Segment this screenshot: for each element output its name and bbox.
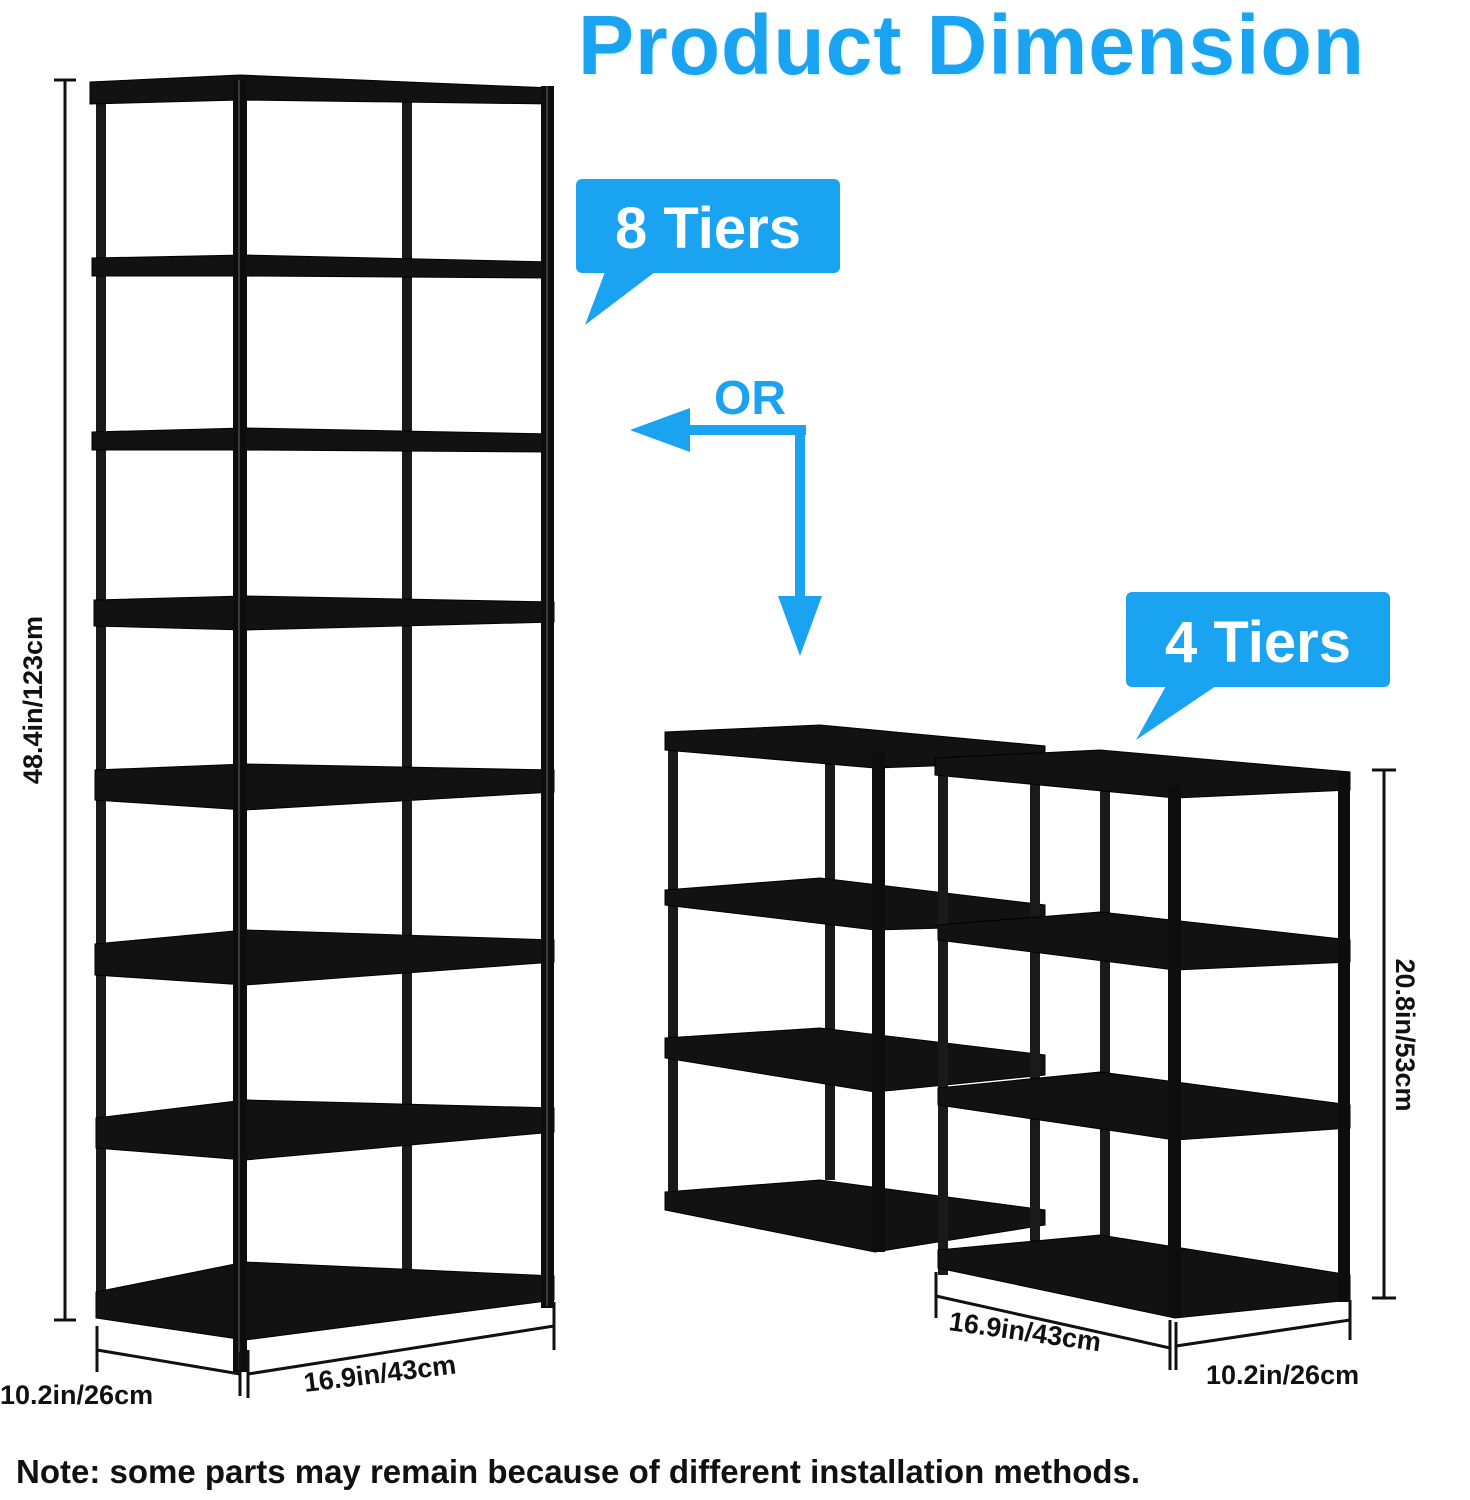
- short-shelf-b: [934, 749, 1351, 1319]
- short-width-dimension: [934, 1272, 1172, 1370]
- tiers-4-callout: 4 Tiers: [1126, 592, 1390, 740]
- tall-height-dimension: [54, 78, 76, 1322]
- page-title: Product Dimension: [578, 0, 1366, 92]
- arrow-left-icon: [630, 408, 690, 452]
- tall-width-dimension: [246, 1302, 556, 1398]
- or-label: OR: [714, 372, 786, 425]
- short-width-label: 16.9in/43cm: [947, 1306, 1103, 1357]
- or-arrows: OR: [630, 372, 822, 656]
- short-height-label: 20.8in/53cm: [1390, 958, 1420, 1111]
- tiers-8-label: 8 Tiers: [615, 196, 801, 261]
- short-shelf-a: [664, 724, 1046, 1253]
- tall-height-label: 48.4in/123cm: [18, 616, 48, 784]
- tall-depth-label: 10.2in/26cm: [0, 1380, 153, 1410]
- tall-depth-dimension: [95, 1326, 242, 1396]
- tall-width-label: 16.9in/43cm: [302, 1350, 458, 1398]
- short-depth-label: 10.2in/26cm: [1206, 1360, 1359, 1390]
- tall-shelf-2: [91, 254, 553, 279]
- tall-shelf-3: [91, 427, 553, 453]
- tall-shelf-bottom: [95, 1261, 555, 1341]
- tall-back-post-left: [96, 95, 106, 1315]
- tall-shelf-5: [94, 763, 555, 811]
- tall-back-post-right: [402, 100, 412, 1270]
- tall-shelf-top: [89, 74, 553, 105]
- tall-shelf-6: [94, 929, 555, 986]
- short-depth-dimension: [1174, 1300, 1352, 1370]
- tall-shelf-4: [93, 595, 555, 631]
- tiers-8-callout: 8 Tiers: [576, 179, 840, 325]
- arrow-down-icon: [778, 596, 822, 656]
- installation-note: Note: some parts may remain because of d…: [16, 1453, 1141, 1490]
- tiers-4-label: 4 Tiers: [1165, 610, 1351, 675]
- tall-shelf-8-tiers: [89, 74, 555, 1372]
- short-height-dimension: [1372, 768, 1396, 1300]
- tall-shelf-7: [95, 1099, 555, 1161]
